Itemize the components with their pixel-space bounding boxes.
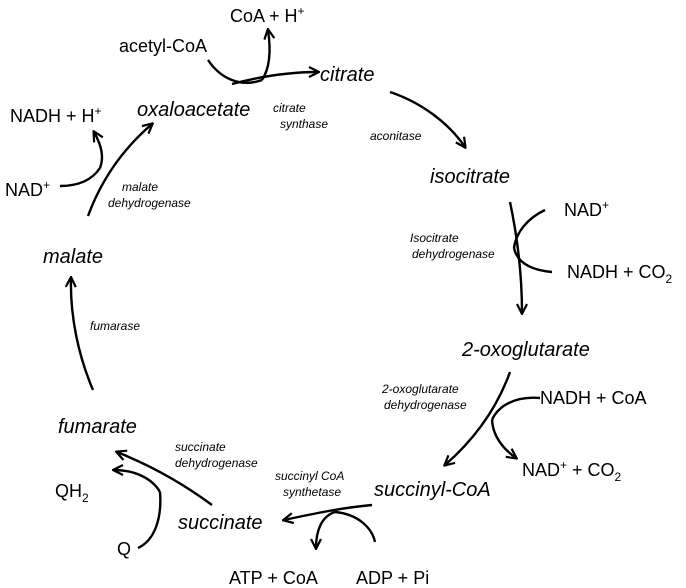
- cofactor-nadh-coa: NADH + CoA: [540, 388, 647, 408]
- arrow-isocitrate-to-oxoglutarate: [508, 201, 522, 313]
- cofactor-q: Q: [117, 539, 131, 559]
- enzyme-succinate-dehydrogenase-line2: dehydrogenase: [175, 456, 258, 470]
- cofactor-acetyl-coa: acetyl-CoA: [119, 36, 207, 56]
- enzyme-fumarase: fumarase: [90, 319, 140, 333]
- arrow-q-in: [137, 491, 162, 550]
- arrow-nad-co2-out: [490, 419, 516, 458]
- arrow-citrate-to-isocitrate: [389, 90, 465, 147]
- enzyme-succinyl-coa-synthetase-line1: succinyl CoA: [275, 469, 344, 483]
- arrow-nad-in-isocitrate: [512, 208, 546, 249]
- metabolite-citrate: citrate: [320, 64, 374, 86]
- enzyme-succinate-dehydrogenase-line1: succinate: [175, 440, 226, 454]
- metabolite-fumarate: fumarate: [58, 416, 137, 438]
- enzyme-citrate-synthase-line1: citrate: [273, 101, 306, 115]
- enzyme-2-oxoglutarate-dehydrogenase-line1: 2-oxoglutarate: [381, 382, 459, 396]
- enzyme-isocitrate-dehydrogenase-line2: dehydrogenase: [412, 247, 495, 261]
- arrow-nadh-h-out: [94, 132, 102, 169]
- cofactor-nadh-co2: NADH + CO2: [567, 262, 673, 286]
- arrow-acetyl-coa-in: [207, 59, 263, 84]
- metabolite-oxaloacetate: oxaloacetate: [137, 99, 250, 121]
- enzyme-malate-dehydrogenase-line1: malate: [122, 180, 158, 194]
- enzyme-aconitase: aconitase: [370, 129, 422, 143]
- cofactor-nad-isocitrate: NAD+: [564, 198, 609, 220]
- arrow-adp-pi-in: [334, 510, 377, 543]
- enzyme-succinyl-coa-synthetase-line2: synthetase: [283, 485, 341, 499]
- cofactor-nad-co2: NAD+ + CO2: [522, 458, 622, 484]
- enzyme-citrate-synthase-line2: synthase: [280, 117, 328, 131]
- arrow-atp-coa-out: [316, 510, 336, 548]
- metabolite-2-oxoglutarate: 2-oxoglutarate: [461, 339, 590, 361]
- arrow-fumarate-to-malate: [71, 278, 95, 391]
- enzyme-isocitrate-dehydrogenase-line1: Isocitrate: [410, 231, 459, 245]
- arrow-coa-h-out: [260, 30, 270, 81]
- arrow-succinyl-coa-to-succinate: [284, 503, 373, 520]
- metabolite-succinyl-coa: succinyl-CoA: [374, 479, 491, 501]
- cofactor-atp-coa: ATP + CoA: [229, 568, 318, 588]
- arrow-malate-to-oxaloacetate: [86, 124, 152, 217]
- arrow-nad-in-malate: [59, 167, 101, 188]
- enzyme-malate-dehydrogenase-line2: dehydrogenase: [108, 196, 191, 210]
- cofactor-nad-malate: NAD+: [5, 178, 50, 200]
- arrow-nadh-co2-out: [512, 247, 553, 274]
- arrow-oxoglutarate-to-succinyl-coa: [445, 371, 512, 465]
- cofactor-nadh-h: NADH + H+: [10, 104, 102, 126]
- enzyme-2-oxoglutarate-dehydrogenase-line2: dehydrogenase: [384, 398, 467, 412]
- cofactor-qh2: QH2: [55, 481, 89, 505]
- cofactor-coa-h: CoA + H+: [230, 4, 305, 26]
- arrow-qh2-out: [114, 470, 162, 493]
- arrow-nadh-coa-in: [490, 396, 541, 421]
- metabolite-succinate: succinate: [178, 512, 263, 534]
- arrow-succinate-to-fumarate: [117, 452, 213, 506]
- metabolite-malate: malate: [43, 246, 103, 268]
- cofactor-adp-pi: ADP + Pi: [356, 568, 429, 588]
- metabolite-isocitrate: isocitrate: [430, 166, 510, 188]
